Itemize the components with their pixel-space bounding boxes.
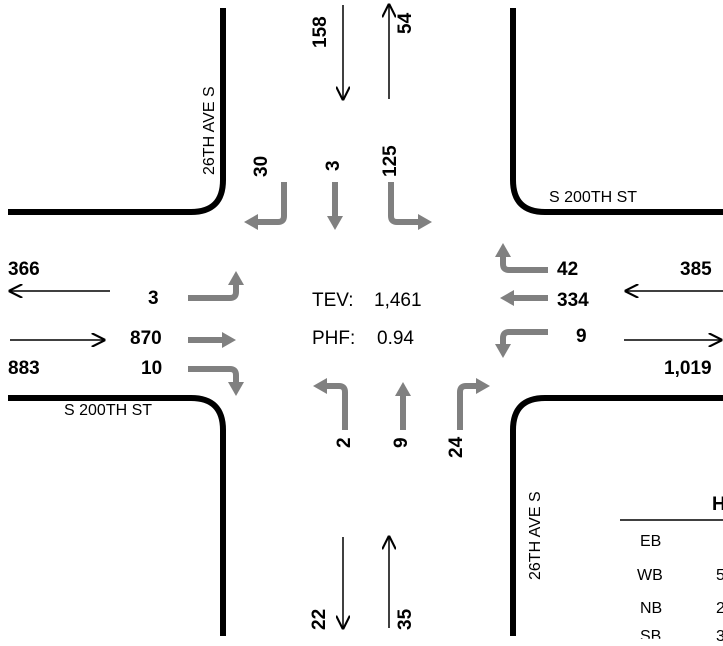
table-row-val: 5 <box>716 567 723 584</box>
south-out-total: 22 <box>309 608 330 630</box>
wb-left-turn-arrow <box>495 329 548 358</box>
curb-northwest <box>8 8 226 215</box>
table-row-dir: WB <box>637 567 663 584</box>
east-out-total: 1,019 <box>664 358 712 379</box>
approach-total-arrows <box>10 5 723 628</box>
table-row-val: 3 <box>716 628 723 645</box>
nb-right-value: 24 <box>446 436 467 458</box>
street-label-26th-ave-s-north: 26TH AVE S <box>201 86 218 175</box>
table-row-dir: NB <box>640 600 663 617</box>
eb-through-value: 870 <box>130 328 162 349</box>
wb-through-value: 334 <box>557 290 589 311</box>
wb-through-arrow <box>500 290 548 306</box>
wb-right-turn-arrow <box>495 243 548 273</box>
south-in-total: 35 <box>395 608 416 630</box>
phf-label: PHF: <box>312 328 356 349</box>
table-row-dir: SB <box>640 628 662 645</box>
street-label-s-200th-st-west: S 200TH ST <box>64 402 153 419</box>
nb-left-turn-arrow <box>313 378 348 430</box>
sb-through-value: 3 <box>323 160 344 171</box>
west-out-total: 366 <box>8 259 40 280</box>
eb-right-turn-arrow <box>188 366 244 396</box>
wb-right-value: 42 <box>557 259 579 280</box>
east-in-total: 385 <box>680 259 712 280</box>
tev-label: TEV: <box>312 290 354 311</box>
phf-value: 0.94 <box>377 328 414 349</box>
north-in-total: 54 <box>395 12 416 34</box>
turn-arrows <box>188 182 548 430</box>
tev-value: 1,461 <box>374 290 422 311</box>
wb-left-value: 9 <box>576 326 587 347</box>
table-row-val: 2 <box>716 600 723 617</box>
sb-left-value: 125 <box>380 145 401 177</box>
curb-lines <box>8 8 723 636</box>
table-header: H <box>712 494 723 515</box>
sb-right-value: 30 <box>251 155 272 177</box>
west-in-total: 883 <box>8 358 40 379</box>
eb-through-arrow <box>188 332 236 348</box>
sb-left-turn-arrow <box>388 182 432 230</box>
curb-northeast <box>510 8 723 215</box>
nb-right-turn-arrow <box>457 378 490 430</box>
eb-left-turn-arrow <box>188 271 244 301</box>
nb-through-arrow <box>395 382 411 430</box>
nb-through-value: 9 <box>391 437 412 448</box>
nb-left-value: 2 <box>334 437 355 448</box>
table-row-dir: EB <box>640 533 662 550</box>
sb-through-arrow <box>327 182 343 230</box>
curb-southwest <box>8 395 226 636</box>
sb-right-turn-arrow <box>244 182 287 230</box>
eb-right-value: 10 <box>141 358 163 379</box>
north-out-total: 158 <box>310 16 331 48</box>
street-label-s-200th-st-east: S 200TH ST <box>549 189 638 206</box>
curb-southeast <box>510 395 723 636</box>
street-label-26th-ave-s-south: 26TH AVE S <box>527 491 544 580</box>
eb-left-value: 3 <box>148 288 159 309</box>
